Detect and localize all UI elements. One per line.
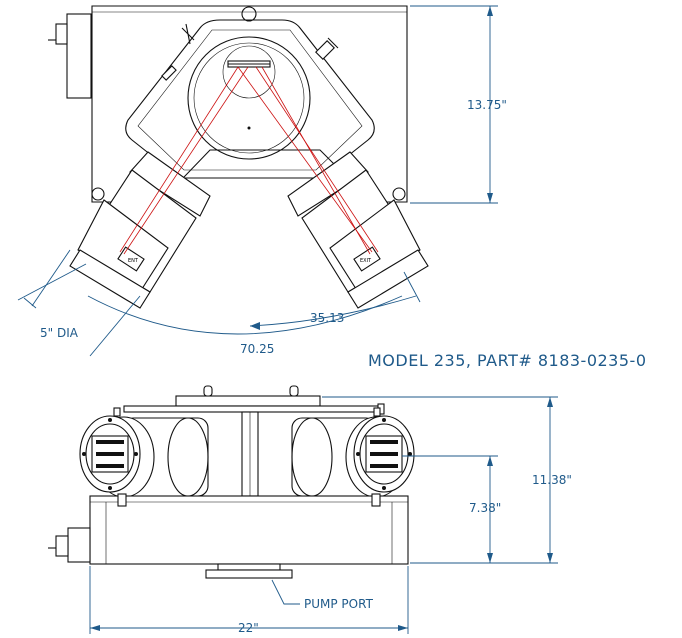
axis-height-dimension: 7.38": [402, 455, 501, 563]
top-side-mount: [48, 13, 92, 99]
side-mount: [48, 527, 91, 563]
entrance-port-tag: ENT: [128, 258, 139, 264]
right-port-flange: [353, 407, 415, 493]
entrance-arm: [69, 151, 211, 309]
pump-port-callout: PUMP PORT: [271, 579, 374, 611]
base-box: [89, 495, 409, 565]
top-height-dimension: 13.75": [410, 5, 507, 204]
model-title: MODEL 235, PART# 8183-0235-0: [368, 351, 647, 370]
width-dimension: 22": [89, 566, 409, 635]
chamber-outline: [125, 19, 375, 179]
height-dimension-label: 13.75": [467, 98, 507, 112]
width-dimension-label: 22": [238, 621, 259, 635]
side-height-label: 11.38": [532, 473, 572, 487]
fitting-top: [181, 23, 195, 45]
axis-height-label: 7.38": [469, 501, 501, 515]
fitting-right: [315, 37, 339, 60]
top-view: ENT EXIT: [48, 5, 429, 309]
exit-arm: [287, 151, 429, 309]
port-angle-dimensions: 35.13 70.25: [87, 271, 421, 356]
left-port-flange: [79, 407, 141, 493]
pump-port-label: PUMP PORT: [304, 597, 374, 611]
port-arc-full-label: 70.25: [240, 342, 274, 356]
side-view: [48, 385, 415, 579]
port-arc-half-label: 35.13: [310, 311, 344, 325]
port-diameter-dimension: 5" DIA: [17, 249, 141, 357]
exit-port-tag: EXIT: [360, 258, 372, 264]
beam-paths: [119, 66, 379, 255]
top-knobs: [203, 385, 299, 397]
port-diameter-label: 5" DIA: [40, 326, 79, 340]
grating-chamber-circle: [187, 36, 311, 160]
side-height-dimension: 11.38": [322, 396, 572, 564]
fitting-left: [161, 65, 177, 81]
pump-port: [205, 563, 293, 579]
top-plate: [175, 395, 321, 407]
